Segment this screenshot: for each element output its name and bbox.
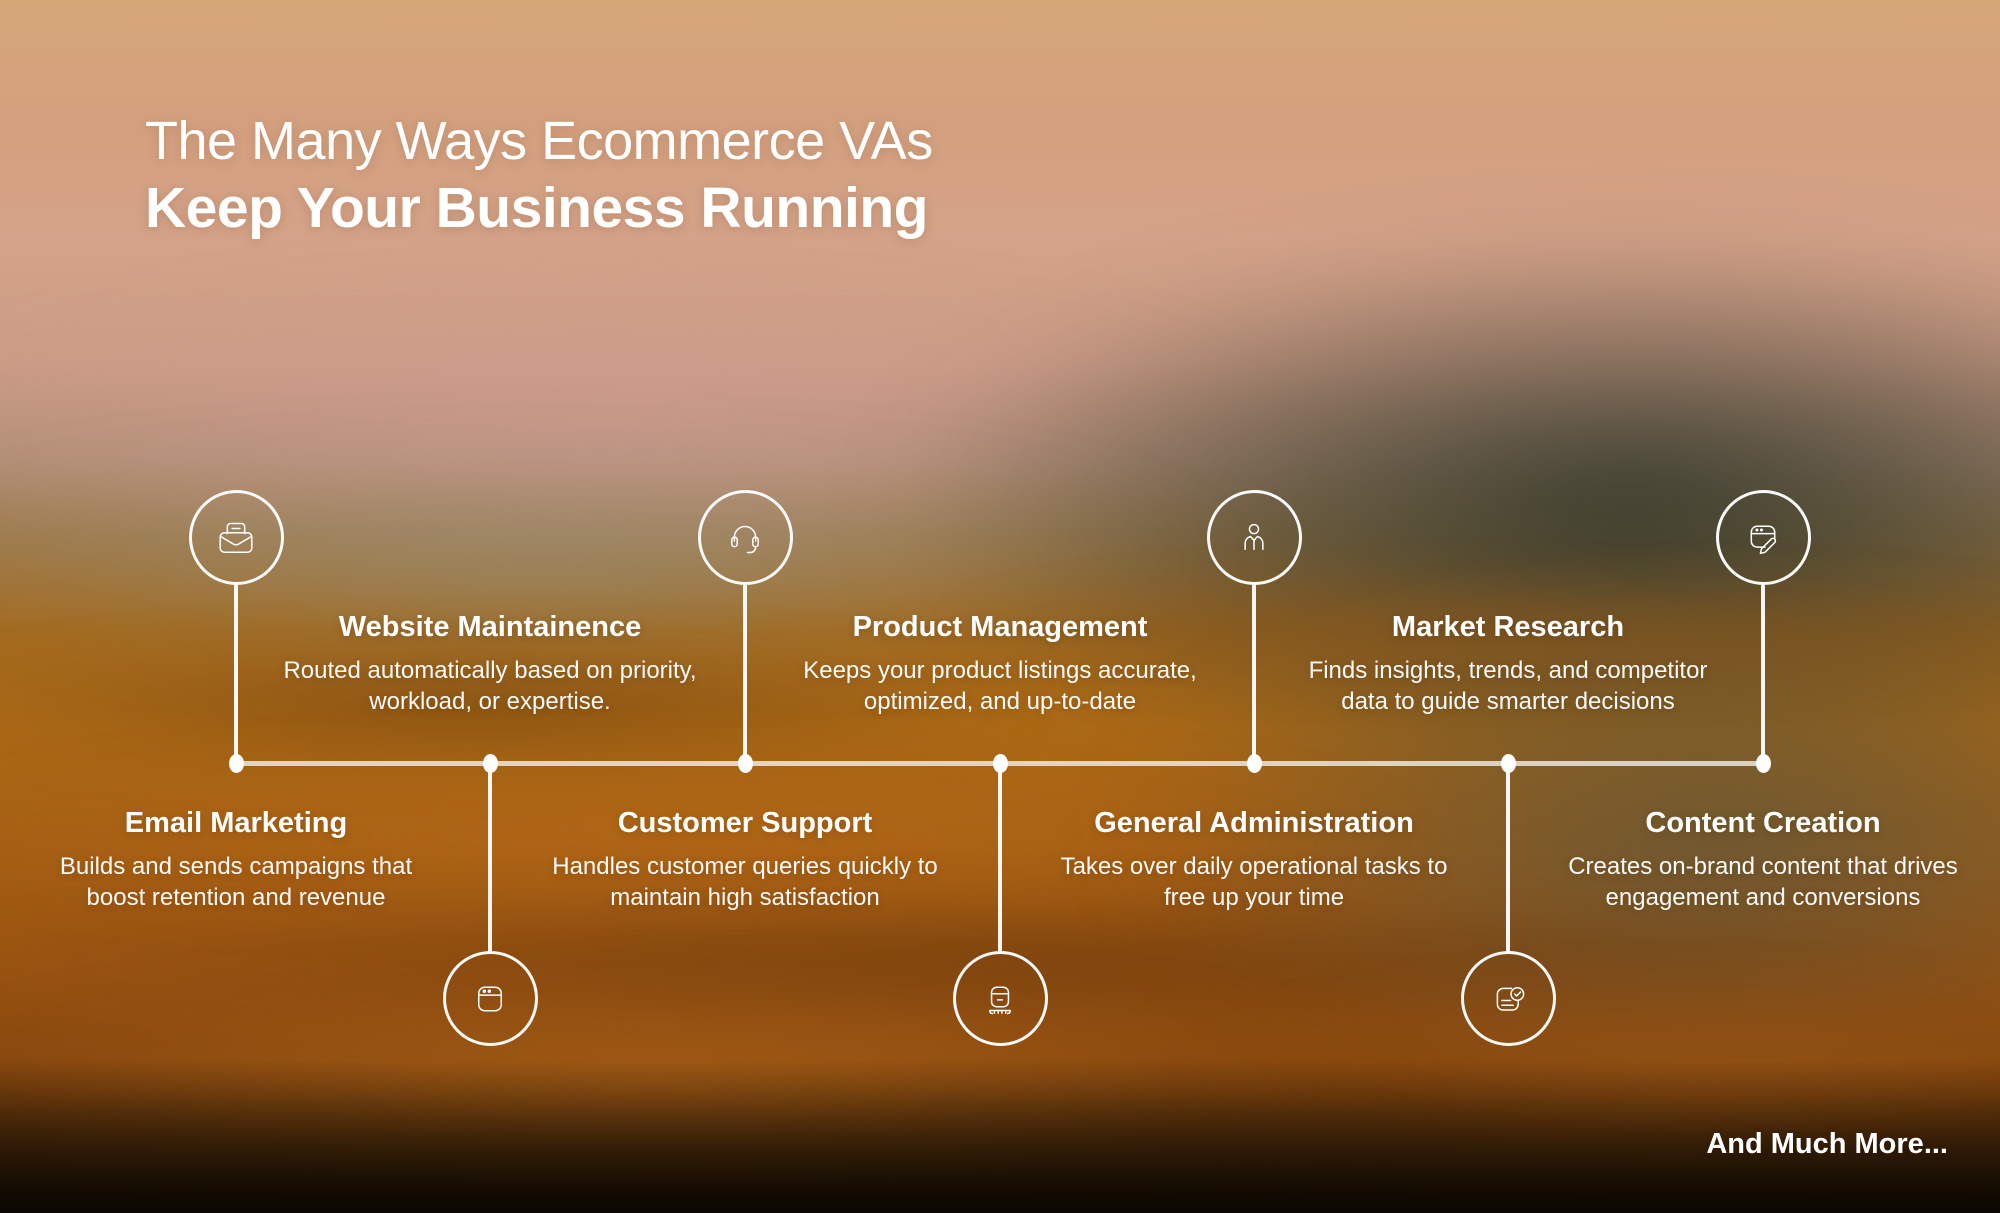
report-check-icon [1482, 973, 1534, 1025]
item-title: General Administration [1094, 807, 1414, 839]
item-description-line: Routed automatically based on priority, [283, 657, 697, 684]
item-title: Email Marketing [124, 807, 348, 839]
item-description: Finds insights, trends, and competitor da… [1278, 655, 1738, 717]
item-description-line: Handles customer queries quickly to [552, 853, 938, 880]
person-icon [1228, 512, 1280, 564]
item-description-line: engagement and conversions [1605, 884, 1921, 911]
icon-circle [697, 490, 793, 585]
item-description-line: free up your time [1163, 884, 1345, 911]
item-text: Content Creation Creates on-brand conten… [1533, 806, 1993, 913]
icon-circle [442, 951, 538, 1046]
item-description-line: Finds insights, trends, and competitor [1308, 657, 1708, 684]
icon-circle [1715, 490, 1811, 585]
item-description: Creates on-brand content that drives enga… [1533, 851, 1993, 913]
connector-line [1761, 584, 1765, 764]
item-description-line: boost retention and revenue [86, 884, 386, 911]
item-title: Product Management [852, 611, 1148, 643]
icon-circle [1460, 951, 1556, 1046]
item-title: Customer Support [617, 807, 873, 839]
item-description: Keeps your product listings accurate, opt… [780, 655, 1220, 717]
item-description: Takes over daily operational tasks to fre… [1029, 851, 1479, 913]
title-line-1: The Many Ways Ecommerce VAs [145, 111, 933, 171]
content-edit-icon [1737, 512, 1789, 564]
connector-line [1252, 584, 1256, 764]
item-description: Handles customer queries quickly to maint… [525, 851, 965, 913]
timeline-dot [1755, 754, 1771, 773]
icon-circle [188, 490, 284, 585]
open-envelope-icon [210, 512, 262, 564]
timeline-dot [1246, 754, 1262, 773]
browser-window-icon [464, 973, 516, 1025]
item-description-line: data to guide smarter decisions [1341, 688, 1675, 715]
connector-line [998, 766, 1002, 953]
headset-icon [719, 512, 771, 564]
timeline-dot [228, 754, 244, 773]
item-description-line: workload, or expertise. [369, 688, 611, 715]
item-text: Product Management Keeps your product li… [780, 610, 1220, 717]
item-description: Routed automatically based on priority, w… [260, 655, 720, 717]
item-description: Builds and sends campaigns that boost ret… [46, 851, 426, 913]
connector-line [234, 584, 238, 764]
item-text: Market Research Finds insights, trends, … [1278, 610, 1738, 717]
item-description-line: Takes over daily operational tasks to [1060, 853, 1448, 880]
timeline-dot [992, 754, 1008, 773]
icon-circle [952, 951, 1048, 1046]
item-description-line: Creates on-brand content that drives [1568, 853, 1958, 880]
item-description-line: Keeps your product listings accurate, [803, 657, 1197, 684]
connector-line [488, 766, 492, 953]
timeline-dot [1500, 754, 1516, 773]
more-label: And Much More... [1706, 1128, 1948, 1160]
connector-line [1506, 766, 1510, 953]
item-description-line: Builds and sends campaigns that [59, 853, 413, 880]
timeline-dot [482, 754, 498, 773]
item-text: Website Maintainence Routed automaticall… [260, 610, 720, 717]
title-line-2: Keep Your Business Running [145, 176, 928, 240]
package-box-icon [974, 973, 1026, 1025]
item-text: Customer Support Handles customer querie… [525, 806, 965, 913]
item-title: Website Maintainence [338, 611, 642, 643]
item-title: Market Research [1391, 611, 1625, 643]
connector-line [743, 584, 747, 764]
icon-circle [1206, 490, 1302, 585]
item-title: Content Creation [1645, 807, 1881, 839]
timeline-dot [737, 754, 753, 773]
page-title: The Many Ways Ecommerce VAs Keep Your Bu… [145, 108, 933, 242]
item-description-line: optimized, and up-to-date [863, 688, 1137, 715]
item-description-line: maintain high satisfaction [610, 884, 880, 911]
item-text: Email Marketing Builds and sends campaig… [46, 806, 426, 913]
item-text: General Administration Takes over daily … [1029, 806, 1479, 913]
